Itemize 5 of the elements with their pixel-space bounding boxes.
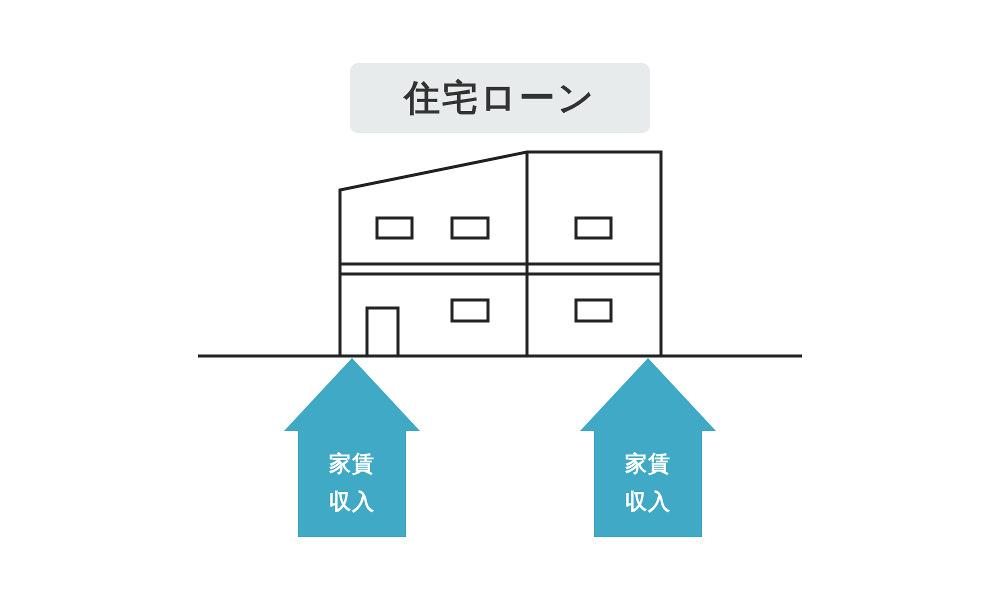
up-arrow-shape [284,358,420,537]
title-text: 住宅ローン [404,76,596,121]
arrow-label: 家賃収入 [624,450,672,517]
up-arrow-shape [580,358,716,537]
arrow-label: 家賃収入 [328,450,376,517]
